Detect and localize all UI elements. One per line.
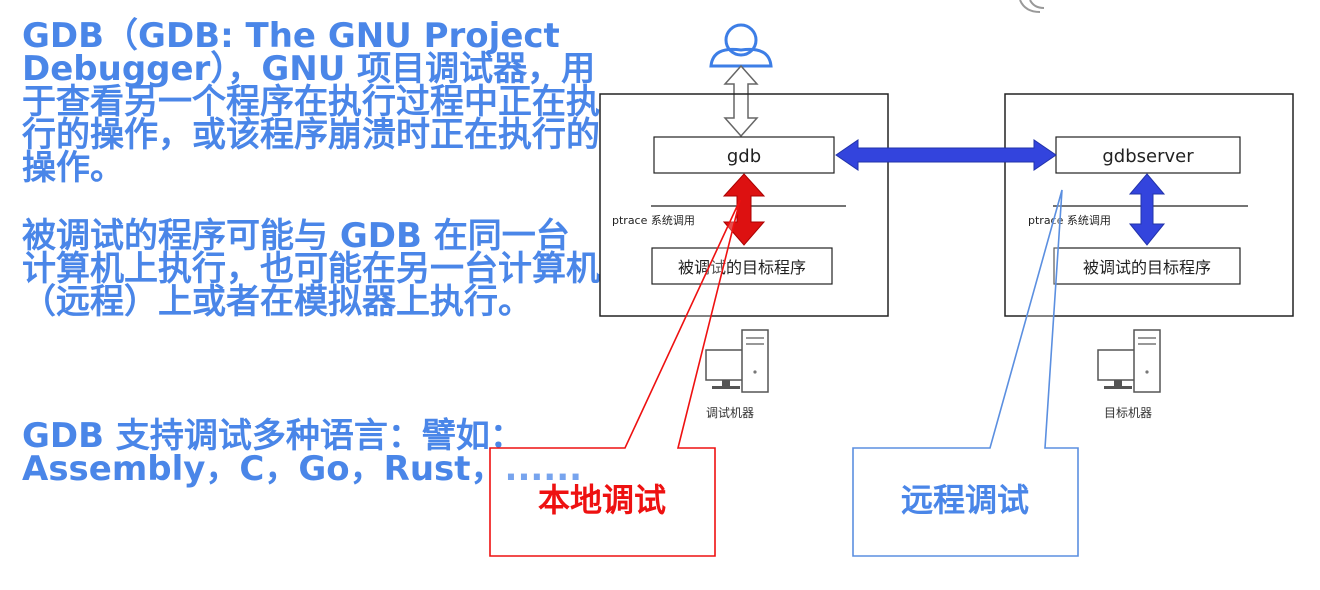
- computer-icon: [705, 329, 769, 393]
- user-icon: [709, 23, 773, 68]
- target-paragraph: 被调试的程序可能与 GDB 在同一台计算机上执行，也可能在另一台计算机（远程）上…: [22, 216, 600, 322]
- remote-debug-callout: 远程调试: [852, 189, 1079, 557]
- local-debug-callout: 本地调试: [489, 199, 741, 557]
- gdb-gdbserver-arrow: [835, 139, 1057, 171]
- remote-ptrace-label: ptrace 系统调用: [1028, 214, 1111, 227]
- local-machine-frame: [599, 93, 889, 317]
- intro-paragraph: GDB（GDB: The GNU Project Debugger），GNU 项…: [22, 16, 600, 188]
- remote-ptrace-arrow: [1128, 173, 1166, 246]
- logo-fragment-icon: [1019, 0, 1045, 13]
- local-ptrace-label: ptrace 系统调用: [612, 214, 695, 227]
- remote-target-box: [1053, 247, 1241, 285]
- computer-icon: [1097, 329, 1161, 393]
- remote-machine-frame: [1004, 93, 1294, 317]
- local-machine-label: 调试机器: [706, 405, 754, 420]
- remote-machine-label: 目标机器: [1104, 406, 1152, 420]
- gdbserver-box: [1055, 136, 1241, 174]
- languages-paragraph: GDB 支持调试多种语言：譬如：Assembly，C，Go，Rust，.....…: [22, 416, 583, 489]
- remote-debug-callout-label: 远程调试: [901, 481, 1029, 519]
- remote-target-label: 被调试的目标程序: [1083, 258, 1211, 277]
- local-target-label: 被调试的目标程序: [678, 258, 806, 277]
- user-gdb-arrow: [723, 64, 759, 138]
- local-debug-callout-label: 本地调试: [538, 481, 666, 519]
- local-target-box: [651, 247, 833, 285]
- gdb-box: [653, 136, 835, 174]
- gdbserver-label: gdbserver: [1102, 146, 1194, 167]
- gdb-label: gdb: [727, 146, 761, 167]
